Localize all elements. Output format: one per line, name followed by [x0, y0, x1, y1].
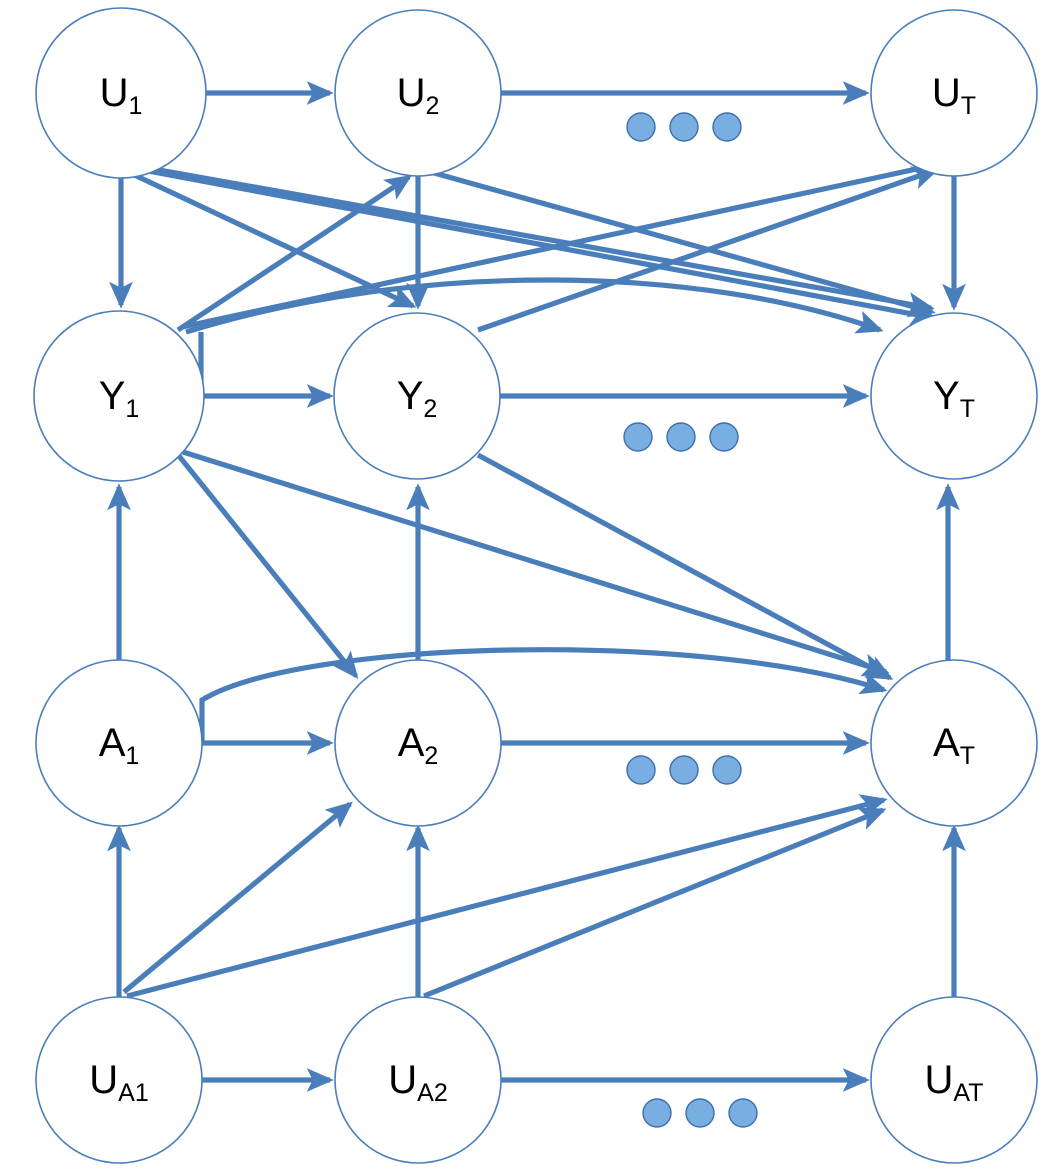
- node-circle-y1[interactable]: [33, 310, 205, 482]
- edge-u1-y2: [126, 169, 417, 309]
- edge-y2-ut: [477, 166, 940, 333]
- node-circle-yt[interactable]: [870, 312, 1038, 480]
- node-label-u1: U1: [100, 71, 143, 120]
- node-circle-uat[interactable]: [870, 996, 1038, 1164]
- edge-y1-u2: [176, 174, 413, 333]
- edge-u1-yt: [131, 165, 938, 326]
- ellipsis-dot: [666, 422, 696, 452]
- node-UAT[interactable]: UAT: [870, 996, 1038, 1164]
- node-UA2[interactable]: UA2: [334, 996, 502, 1164]
- node-circle-u1[interactable]: [35, 7, 207, 179]
- ellipsis-dots-y-row: [623, 422, 739, 452]
- ellipsis-dots-a-row: [626, 755, 742, 785]
- edge-y1-a2: [176, 454, 359, 679]
- node-YT[interactable]: YT: [870, 312, 1038, 480]
- ellipsis-dot: [709, 422, 739, 452]
- node-circle-a1[interactable]: [35, 659, 203, 827]
- node-circle-ua1[interactable]: [35, 996, 203, 1164]
- ellipsis-dot: [669, 755, 699, 785]
- node-label-a1: A1: [99, 721, 140, 770]
- edge-ua1-at: [126, 794, 888, 999]
- edge-u2-yt: [426, 168, 936, 318]
- node-label-uat: UAT: [925, 1058, 984, 1107]
- ellipsis-dots-u-row: [626, 112, 742, 142]
- edge-y1-at: [182, 449, 890, 677]
- ellipsis-dot: [712, 112, 742, 142]
- node-circle-ua2[interactable]: [334, 996, 502, 1164]
- node-circle-at[interactable]: [870, 659, 1038, 827]
- node-label-ua2: UA2: [388, 1058, 447, 1107]
- edge-ua1-a2: [122, 801, 353, 994]
- ellipsis-dot: [728, 1098, 758, 1128]
- node-Y1[interactable]: Y1: [33, 310, 205, 482]
- edge-y1-yt-curved: [185, 277, 884, 335]
- ellipsis-dot: [685, 1098, 715, 1128]
- edge-a1-at-curved: [199, 647, 888, 743]
- node-label-a2: A2: [398, 721, 439, 770]
- node-label-yt: YT: [933, 374, 975, 423]
- edge-y2-at: [476, 452, 894, 681]
- node-label-u2: U2: [397, 71, 440, 120]
- ellipsis-dot: [626, 112, 656, 142]
- edge-layer: [107, 81, 966, 1092]
- node-UA1[interactable]: UA1: [35, 996, 203, 1164]
- node-UT[interactable]: UT: [870, 9, 1038, 177]
- ellipsis-layer: [623, 112, 758, 1128]
- edge-u1-yt-b: [136, 163, 935, 316]
- node-circle-y2[interactable]: [333, 312, 501, 480]
- node-Y2[interactable]: Y2: [333, 312, 501, 480]
- node-label-at: AT: [933, 721, 975, 770]
- ellipsis-dot: [642, 1098, 672, 1128]
- ellipsis-dots-ua-row: [642, 1098, 758, 1128]
- node-AT[interactable]: AT: [870, 659, 1038, 827]
- node-layer: U1 U2 UT Y1 Y2 YT: [33, 7, 1038, 1164]
- node-circle-a2[interactable]: [334, 659, 502, 827]
- node-label-y2: Y2: [397, 374, 438, 423]
- edge-ua2-at: [423, 807, 887, 999]
- node-A2[interactable]: A2: [334, 659, 502, 827]
- ellipsis-dot: [623, 422, 653, 452]
- node-label-y1: Y1: [99, 374, 140, 423]
- node-U1[interactable]: U1: [35, 7, 207, 179]
- node-circle-u2[interactable]: [334, 9, 502, 177]
- ellipsis-dot: [626, 755, 656, 785]
- node-label-ut: UT: [932, 71, 976, 120]
- node-U2[interactable]: U2: [334, 9, 502, 177]
- ellipsis-dot: [712, 755, 742, 785]
- node-label-ua1: UA1: [89, 1058, 148, 1107]
- node-circle-ut[interactable]: [870, 9, 1038, 177]
- ellipsis-dot: [669, 112, 699, 142]
- node-A1[interactable]: A1: [35, 659, 203, 827]
